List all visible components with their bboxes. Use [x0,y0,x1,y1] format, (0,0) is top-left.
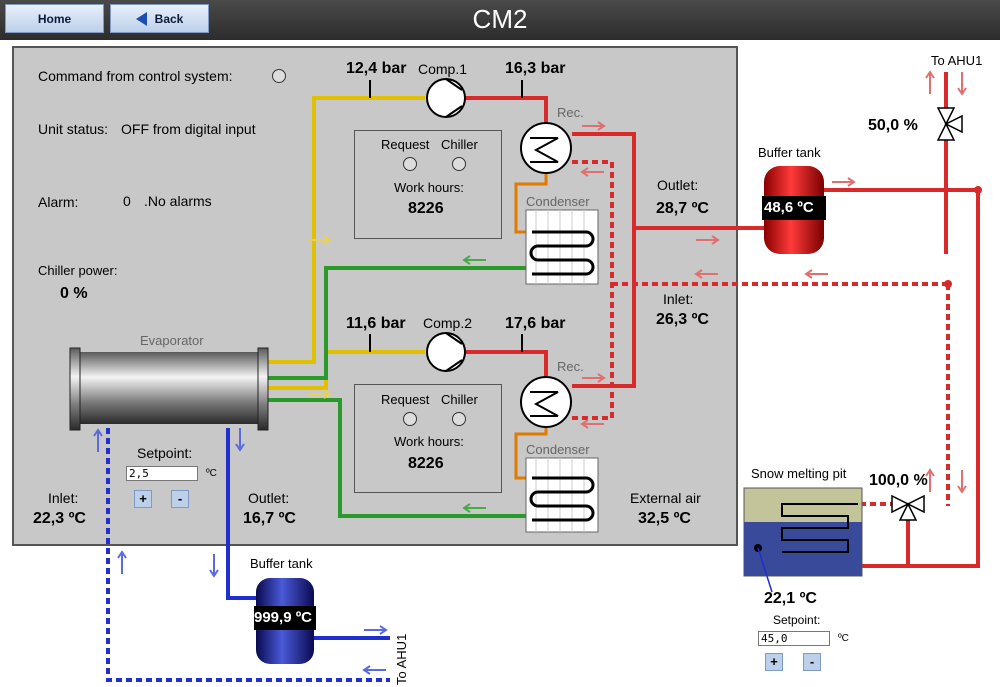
cold-water-supply [226,428,390,640]
evap-setpoint-label: Setpoint: [137,445,193,461]
snow-pit-temp: 22,1 ºC [764,590,817,607]
comp2-suction-pressure: 11,6 bar [346,315,406,332]
comp1-chiller-label: Chiller [441,137,478,152]
rec1-label: Rec. [557,105,584,120]
comp1-label: Comp.1 [418,61,468,77]
back-button-label: Back [154,11,184,26]
cold-to-ahu-label: To AHU1 [394,633,409,685]
evap-inlet-label: Inlet: [48,490,79,506]
comp1-discharge-pressure: 16,3 bar [505,60,566,77]
comp1-work-hours-label: Work hours: [394,180,464,195]
unit-status-label: Unit status: [38,121,109,137]
hot-outlet-value: 28,7 ºC [656,200,709,217]
comp1-request-indicator [403,157,417,171]
liquid-lines [268,266,526,518]
comp2-work-hours: 8226 [408,455,444,472]
compressor-2-symbol [426,332,466,372]
command-label: Command from control system: [38,68,233,84]
hot-water-return [572,160,950,506]
rec-to-condenser-lines [514,170,548,480]
home-button-label: Home [37,11,72,26]
evap-setpoint-input[interactable] [126,466,198,481]
cold-buffer-tank-label: Buffer tank [250,556,313,571]
pressure-taps [369,80,523,352]
recovery-exchanger-2 [520,376,572,428]
comp2-status-box [354,384,502,493]
evap-outlet-value: 16,7 ºC [243,510,296,527]
hot-water-supply [572,72,980,568]
ahu-valve-position: 50,0 % [868,117,918,134]
discharge-lines [465,96,548,380]
condenser2-label: Condenser [526,442,590,457]
ahu-valve-to-label: To AHU1 [931,53,983,68]
evap-inlet-value: 22,3 ºC [33,510,86,527]
snow-pit-setpoint-unit: ºC [838,633,849,644]
evaporator-vessel [69,347,269,431]
chiller-power-value: 0 % [60,285,88,302]
alarm-count: 0 [123,193,131,209]
comp2-discharge-pressure: 17,6 bar [505,315,566,332]
hot-outlet-label: Outlet: [657,177,699,193]
snow-pit-setpoint-plus-button[interactable]: + [765,653,783,671]
comp1-request-label: Request [381,137,430,152]
snow-pit-label: Snow melting pit [751,466,847,481]
chiller-panel [12,46,738,546]
unit-status-value: OFF from digital input [121,121,256,137]
command-indicator [272,69,286,83]
hot-buffer-tank-temp: 48,6 ºC [764,199,814,216]
cold-buffer-tank-temp: 999,9 ºC [254,609,313,626]
home-button[interactable]: Home [5,4,104,33]
ahu-valve [936,107,963,141]
cold-water-return [106,428,390,682]
flow-arrows [93,70,967,675]
snow-pit-valve [891,494,925,521]
comp2-label: Comp.2 [423,315,473,331]
back-button[interactable]: Back [110,4,209,33]
evap-setpoint-unit: ºC [206,468,217,479]
hot-inlet-label: Inlet: [663,291,694,307]
comp2-work-hours-label: Work hours: [394,434,464,449]
compressor-1-symbol [426,78,466,118]
chiller-power-label: Chiller power: [38,263,118,278]
comp1-suction-pressure: 12,4 bar [346,60,407,77]
hot-inlet-value: 26,3 ºC [656,311,709,328]
comp2-request-label: Request [381,392,430,407]
hot-buffer-tank-label: Buffer tank [758,145,821,160]
comp1-status-box [354,130,502,239]
cold-buffer-tank [254,578,316,664]
condenser-2 [525,457,599,533]
external-air-label: External air [630,490,701,506]
rec2-label: Rec. [557,359,584,374]
back-arrow-icon [135,11,147,26]
evap-outlet-label: Outlet: [248,490,290,506]
recovery-exchanger-1 [520,122,572,174]
snow-melting-pit [743,487,863,593]
condenser-1 [525,209,599,285]
page-title: CM2 [472,4,528,34]
condenser1-label: Condenser [526,194,590,209]
snow-pit-setpoint-label: Setpoint: [773,613,821,627]
evap-setpoint-plus-button[interactable]: + [134,490,152,508]
comp2-chiller-label: Chiller [441,392,478,407]
snow-pit-valve-position: 100,0 % [869,472,928,489]
comp2-request-indicator [403,412,417,426]
alarm-label: Alarm: [38,194,79,210]
evap-setpoint-minus-button[interactable]: - [171,490,189,508]
alarm-text: .No alarms [144,193,212,209]
comp1-work-hours: 8226 [408,200,444,217]
snow-pit-setpoint-minus-button[interactable]: - [803,653,821,671]
evaporator-label: Evaporator [140,333,204,348]
external-air-value: 32,5 ºC [638,510,691,527]
comp1-chiller-indicator [452,157,466,171]
snow-pit-setpoint-input[interactable] [758,631,830,646]
hot-buffer-tank [762,166,826,254]
comp2-chiller-indicator [452,412,466,426]
